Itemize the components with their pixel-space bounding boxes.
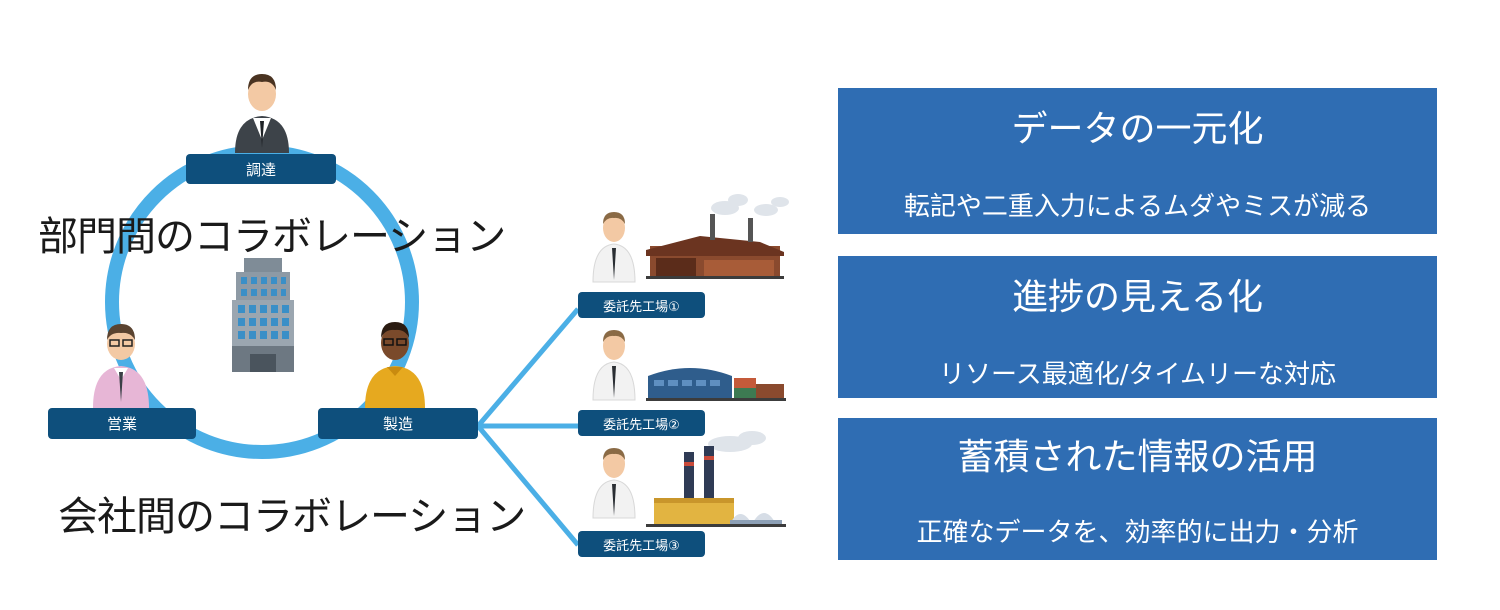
benefit-panel-progress-visibility: 進捗の見える化 リソース最適化/タイムリーな対応 xyxy=(838,256,1437,398)
factory-1-label: 委託先工場① xyxy=(578,292,705,318)
benefit-subtitle: 正確なデータを、効率的に出力・分析 xyxy=(916,518,1359,548)
factory-2-person-icon xyxy=(592,330,636,401)
benefit-title: データの一元化 xyxy=(1011,109,1264,150)
benefit-subtitle: 転記や二重入力によるムダやミスが減る xyxy=(903,192,1372,222)
factory-2-warehouse-icon xyxy=(646,368,786,401)
factory-1-building-icon xyxy=(646,194,789,279)
factory-2-label: 委託先工場② xyxy=(578,410,705,436)
inter-company-title: 会社間のコラボレーション xyxy=(58,494,526,540)
factory-1-person-icon xyxy=(592,212,636,283)
benefit-panel-data-utilization: 蓄積された情報の活用 正確なデータを、効率的に出力・分析 xyxy=(838,418,1437,560)
procurement-label: 調達 xyxy=(186,154,336,184)
manufacturing-label: 製造 xyxy=(318,408,478,439)
factory-3-label: 委託先工場③ xyxy=(578,531,705,557)
office-building-icon xyxy=(232,258,294,372)
factory-3-plant-icon xyxy=(646,431,786,527)
benefit-subtitle: リソース最適化/タイムリーな対応 xyxy=(939,360,1336,390)
procurement-person-icon xyxy=(235,74,289,153)
factory-connectors xyxy=(476,307,580,547)
factory-3-person-icon xyxy=(592,448,636,519)
inter-department-title: 部門間のコラボレーション xyxy=(38,214,506,260)
benefit-panel-data-unification: データの一元化 転記や二重入力によるムダやミスが減る xyxy=(838,88,1437,234)
sales-label: 営業 xyxy=(48,408,196,439)
benefit-title: 進捗の見える化 xyxy=(1012,277,1263,318)
sales-person-icon xyxy=(93,324,149,408)
manufacturing-person-icon xyxy=(365,322,425,408)
benefit-title: 蓄積された情報の活用 xyxy=(957,437,1318,478)
